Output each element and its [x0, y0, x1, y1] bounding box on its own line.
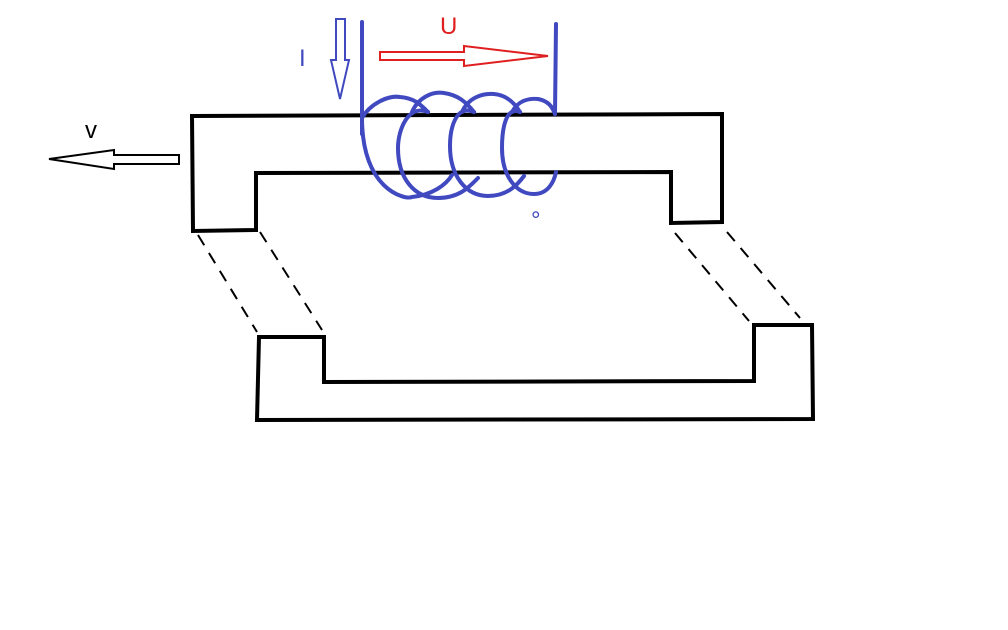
voltage-arrow — [379, 44, 549, 68]
coil-turn-1-top — [360, 94, 430, 120]
coil-turn-2 — [395, 108, 480, 201]
coil-turn-1 — [360, 116, 454, 200]
upper-yoke — [189, 111, 724, 234]
coil-lead-right — [553, 22, 558, 116]
coil-turn-3 — [447, 108, 526, 199]
velocity-label: v — [85, 117, 97, 144]
coil-turn-4 — [499, 109, 558, 197]
current-label: I — [299, 45, 306, 72]
air-gap-line-left-outer — [197, 234, 258, 333]
coil-turn-4-top — [510, 96, 557, 116]
lower-yoke — [254, 323, 816, 423]
velocity-arrow — [48, 148, 180, 171]
air-gap-line-right-outer — [726, 231, 801, 319]
air-gap-line-left-inner — [259, 231, 323, 331]
coil-turn-3-top — [460, 91, 522, 114]
coil — [360, 20, 558, 201]
air-gap-line-right-inner — [674, 232, 750, 322]
air-gap-lines — [197, 231, 801, 333]
small-dot-mark: ° — [531, 207, 541, 234]
voltage-label: U — [440, 13, 457, 40]
current-arrow — [329, 18, 351, 100]
